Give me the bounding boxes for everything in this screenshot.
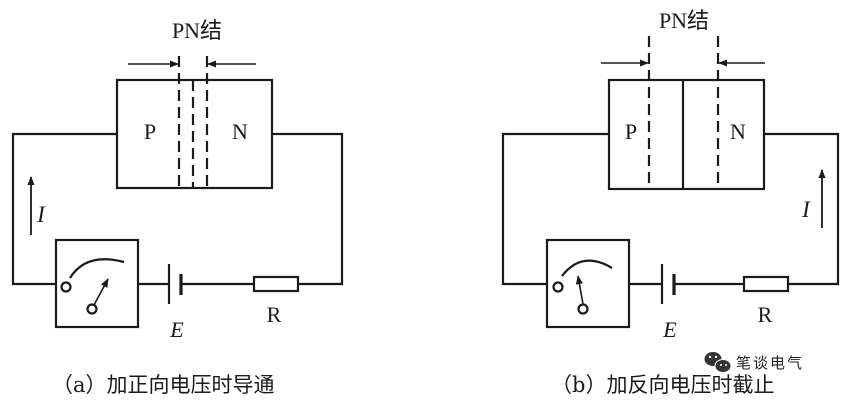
resistor-label: R: [267, 302, 282, 327]
resistor: [742, 275, 790, 293]
n-region-label: N: [730, 119, 746, 144]
n-region-label: N: [232, 119, 248, 144]
galvanometer-terminal-bottom: [577, 303, 589, 315]
wechat-icon: [703, 351, 732, 373]
galvanometer-terminal-left: [60, 281, 72, 293]
diagram-b-labels: PN结 P N I E R （b）加反向电压时截止: [551, 8, 811, 397]
battery-label: E: [662, 317, 677, 342]
galvanometer-scale: [69, 258, 125, 279]
resistor-label: R: [758, 302, 773, 327]
wire-right: [764, 132, 840, 286]
wire-left: [501, 132, 609, 286]
galvanometer-terminal-bottom: [86, 303, 98, 315]
caption-b: （b）加反向电压时截止: [551, 373, 774, 397]
resistor: [252, 275, 300, 293]
pn-junction-label: PN结: [172, 18, 222, 43]
p-region-label: P: [144, 119, 156, 144]
galvanometer-needle: [93, 278, 109, 306]
diagram-b: [501, 36, 840, 329]
watermark-text: 笔谈电气: [736, 354, 804, 372]
galvanometer-needle: [575, 275, 584, 305]
galvanometer-terminal-left: [552, 281, 564, 293]
galvanometer: [54, 238, 140, 329]
current-label: I: [801, 197, 811, 222]
current-label: I: [36, 202, 46, 227]
galvanometer-scale: [561, 259, 613, 277]
diagram-a-labels: PN结 P N I E R （a）加正向电压时导通: [36, 18, 281, 397]
galvanometer: [545, 238, 631, 329]
diagram-a: [11, 56, 344, 329]
watermark: 笔谈电气: [703, 351, 804, 373]
battery-label: E: [169, 317, 184, 342]
wire-right: [272, 132, 344, 286]
caption-a: （a）加正向电压时导通: [52, 373, 275, 397]
p-region-label: P: [625, 119, 637, 144]
semiconductor-block: [115, 78, 274, 190]
pn-junction-label: PN结: [659, 8, 709, 33]
wire-left: [11, 132, 117, 286]
